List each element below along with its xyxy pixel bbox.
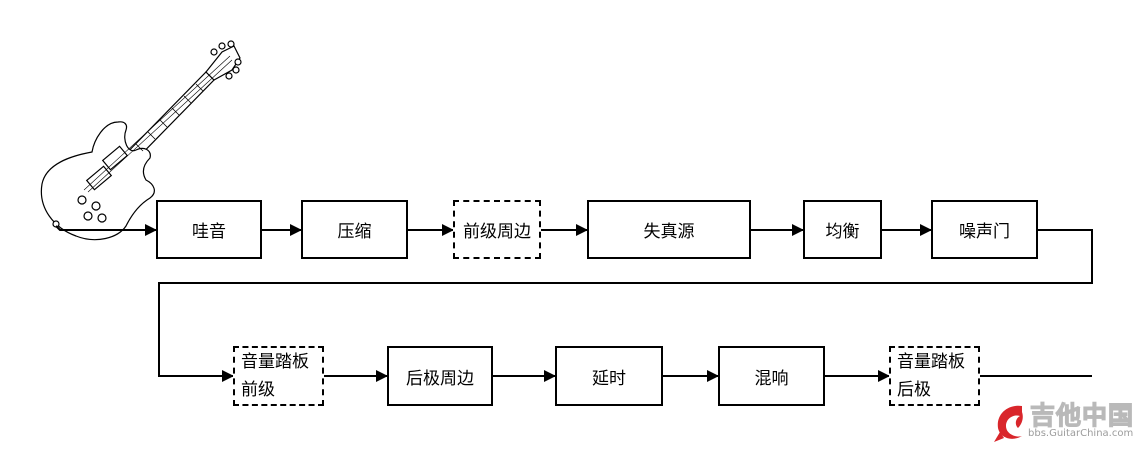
node-volume-pre: 音量踏板 前级 (233, 346, 324, 406)
node-label: 噪声门 (959, 222, 1010, 242)
watermark: 吉他中国 bbs.GuitarChina.com (992, 398, 1142, 448)
edge-guitar-wah (55, 224, 157, 236)
node-label: 哇音 (192, 222, 226, 242)
node-distortion: 失真源 (587, 200, 751, 259)
guitar-icon (40, 40, 242, 241)
node-label: 延时 (592, 368, 626, 389)
watermark-title: 吉他中国 (1029, 400, 1135, 430)
node-wah: 哇音 (156, 200, 262, 259)
node-label: 前级周边 (463, 222, 531, 242)
node-compressor: 压缩 (301, 200, 408, 259)
node-noise-gate: 噪声门 (931, 200, 1038, 259)
watermark-subtitle: bbs.GuitarChina.com (1028, 428, 1134, 439)
node-reverb: 混响 (718, 346, 825, 406)
node-delay: 延时 (555, 346, 663, 406)
node-label: 失真源 (643, 222, 695, 242)
node-label-line-2: 前级 (241, 380, 275, 400)
node-volume-post: 音量踏板 后极 (889, 346, 980, 406)
node-label: 压缩 (337, 222, 372, 242)
node-label: 混响 (754, 368, 789, 389)
dragon-logo-icon (994, 405, 1023, 442)
node-label-line-1: 音量踏板 (241, 352, 309, 372)
node-label-line-1: 音量踏板 (897, 352, 965, 372)
edge-gate-volumepre (158, 229, 1093, 382)
node-pre-fx: 前级周边 (453, 200, 541, 259)
node-post-fx: 后极周边 (387, 346, 493, 406)
node-label: 均衡 (825, 222, 860, 242)
node-label-line-2: 后极 (897, 380, 931, 400)
node-label: 后极周边 (406, 368, 474, 389)
node-eq: 均衡 (803, 200, 882, 259)
